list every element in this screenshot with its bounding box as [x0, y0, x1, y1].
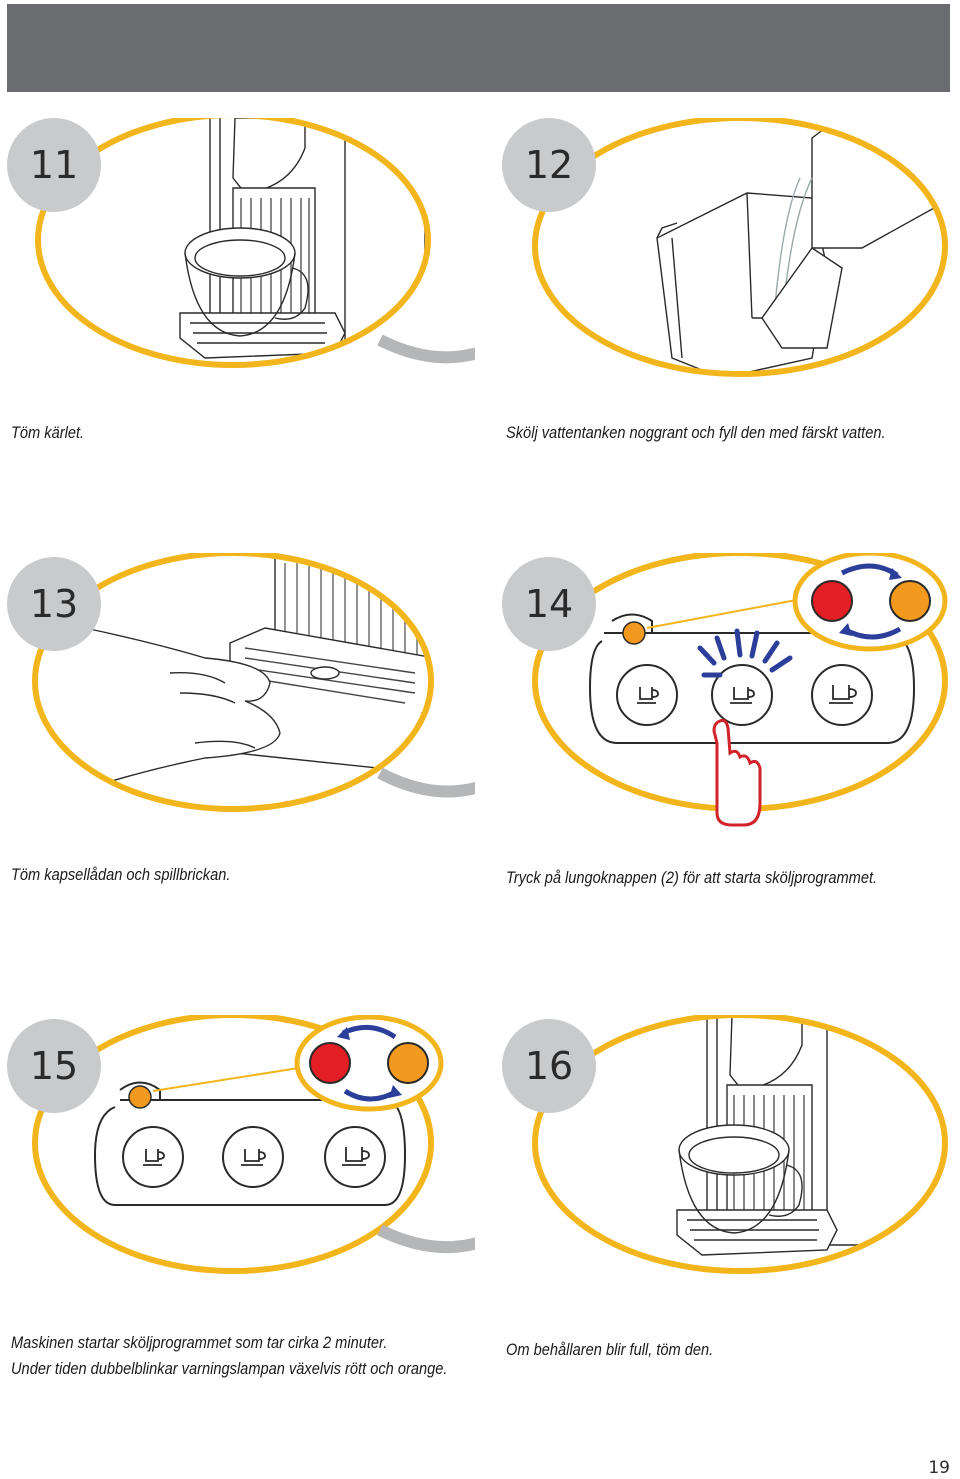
page-number: 19 [928, 1458, 950, 1478]
step-15-caption-line2: Under tiden dubbelblinkar varningslampan… [11, 1359, 448, 1378]
step-11-caption: Töm kärlet. [11, 423, 85, 442]
step-16-illustration: 16 [482, 1015, 952, 1305]
cup-under-spout-illustration [35, 118, 475, 368]
orange-light-icon [387, 1042, 429, 1084]
water-tank-filling-illustration [532, 118, 948, 377]
large-cup-button [811, 664, 873, 726]
ristretto-button [616, 664, 678, 726]
step-11-illustration: 11 [5, 118, 475, 408]
step-12-caption: Skölj vattentanken noggrant och fyll den… [506, 423, 886, 442]
lungo-button [222, 1126, 284, 1188]
step-number-badge: 11 [7, 118, 101, 212]
red-light-icon [811, 580, 853, 622]
step-14-illustration: 14 [482, 553, 952, 843]
header-bar [7, 4, 950, 92]
step-15-illustration: 15 [5, 1015, 475, 1305]
warning-light [622, 621, 646, 645]
step-number-badge: 13 [7, 557, 101, 651]
control-panel-press-lungo-illustration [532, 553, 948, 827]
red-light-icon [309, 1042, 351, 1084]
pointing-hand-icon [712, 718, 762, 827]
step-13-illustration: 13 [5, 553, 475, 843]
step-number-badge: 15 [7, 1019, 101, 1113]
step-14-caption: Tryck på lungoknappen (2) för att starta… [506, 868, 878, 887]
large-cup-button [324, 1126, 386, 1188]
step-15-caption-line1: Maskinen startar sköljprogrammet som tar… [11, 1333, 388, 1352]
control-panel-blinking-light-illustration [32, 1015, 475, 1274]
step-12-illustration: 12 [482, 118, 952, 408]
lungo-button [711, 664, 773, 726]
step-16-caption: Om behållaren blir full, töm den. [506, 1340, 714, 1359]
step-number-badge: 16 [502, 1019, 596, 1113]
emptying-drip-tray-illustration [32, 553, 475, 812]
warning-light [128, 1085, 152, 1109]
ristretto-button [122, 1126, 184, 1188]
cup-under-spout-illustration [532, 1015, 948, 1274]
step-13-caption: Töm kapsellådan och spillbrickan. [11, 865, 231, 884]
step-number-badge: 14 [502, 557, 596, 651]
orange-light-icon [889, 580, 931, 622]
step-number-badge: 12 [502, 118, 596, 212]
